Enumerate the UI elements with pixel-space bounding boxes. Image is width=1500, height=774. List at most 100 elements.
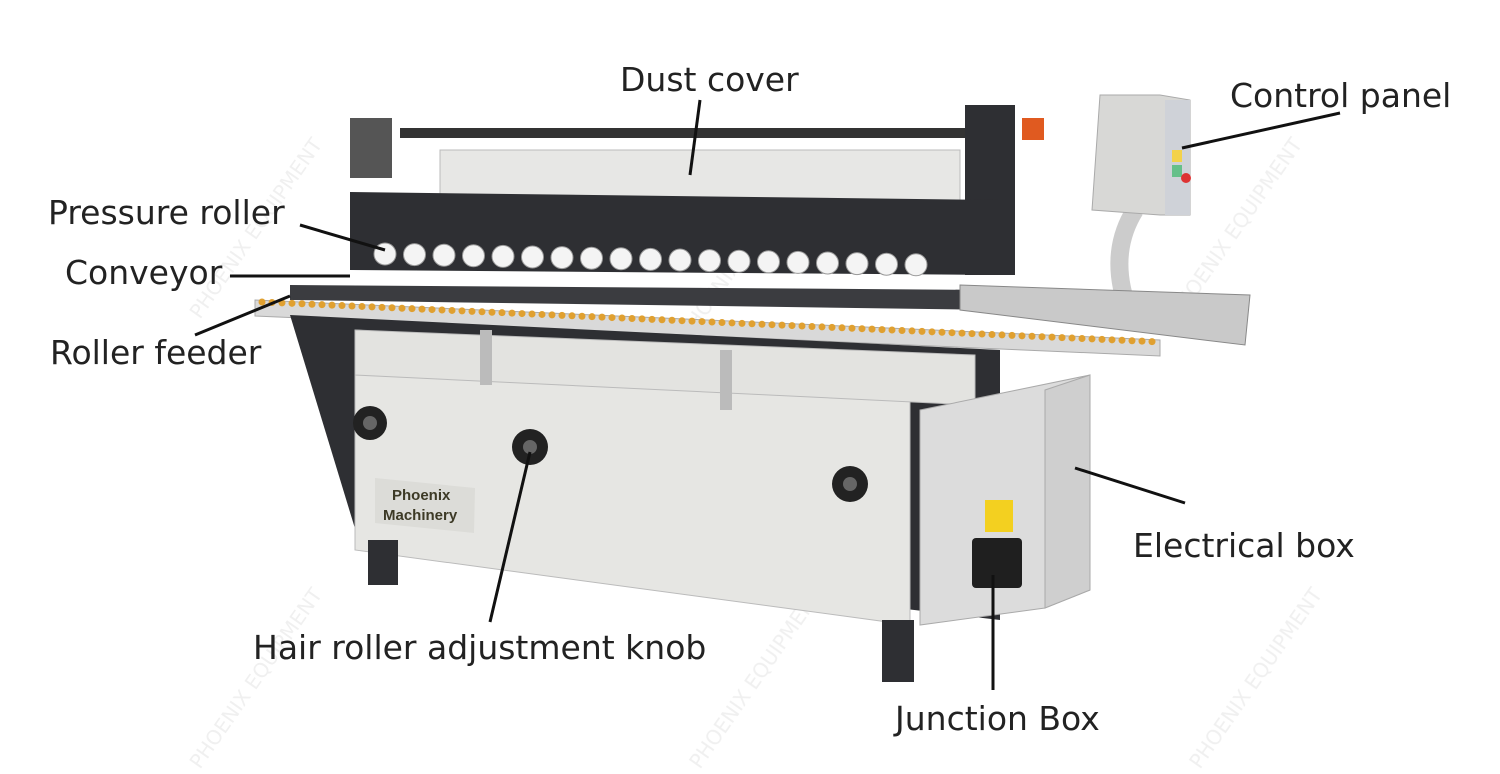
feeder-roller bbox=[1128, 337, 1136, 345]
feeder-roller bbox=[958, 329, 966, 337]
feeder-roller bbox=[478, 308, 486, 316]
feeder-roller bbox=[1118, 336, 1126, 344]
feeder-roller bbox=[988, 330, 996, 338]
feeder-roller bbox=[348, 302, 356, 310]
feeder-roller bbox=[368, 303, 376, 311]
label-control-panel: Control panel bbox=[1230, 76, 1452, 115]
feeder-roller bbox=[888, 326, 896, 334]
feeder-roller bbox=[488, 308, 496, 316]
feeder-roller bbox=[608, 314, 616, 322]
feeder-roller bbox=[548, 311, 556, 319]
leader-lines bbox=[194, 99, 1341, 690]
feeder-roller bbox=[938, 328, 946, 336]
feeder-roller bbox=[668, 316, 676, 324]
roller-feeder bbox=[258, 298, 1156, 346]
nameplate bbox=[375, 478, 475, 533]
feeder-roller bbox=[648, 315, 656, 323]
feeder-roller bbox=[1098, 335, 1106, 343]
feeder-roller bbox=[578, 312, 586, 320]
feeder-roller bbox=[1058, 334, 1066, 342]
feeder-roller bbox=[918, 327, 926, 335]
feeder-roller bbox=[378, 303, 386, 311]
label-junction-box: Junction Box bbox=[895, 699, 1100, 738]
feeder-roller bbox=[618, 314, 626, 322]
pressure-roller bbox=[698, 249, 721, 273]
feeder-roller bbox=[638, 315, 646, 323]
feeder-roller bbox=[448, 306, 456, 314]
pressure-roller bbox=[403, 243, 426, 267]
label-pressure-roller: Pressure roller bbox=[48, 193, 285, 232]
pressure-roller bbox=[757, 250, 780, 274]
pressure-roller bbox=[786, 250, 810, 274]
feeder-roller bbox=[808, 322, 816, 330]
pressure-roller bbox=[639, 247, 662, 271]
feeder-roller bbox=[1108, 336, 1116, 344]
feeder-roller bbox=[748, 320, 756, 328]
feeder-roller bbox=[818, 323, 826, 331]
label-hair-roller-knob: Hair roller adjustment knob bbox=[253, 628, 707, 667]
pressure-roller bbox=[875, 252, 898, 276]
feeder-roller bbox=[338, 302, 346, 310]
outfeed-guide bbox=[959, 284, 1251, 346]
feeder-roller bbox=[538, 310, 546, 318]
dust-cover bbox=[439, 149, 961, 201]
junction-box bbox=[972, 538, 1022, 588]
feeder-roller bbox=[358, 302, 366, 310]
feeder-roller bbox=[498, 309, 506, 317]
pressure-roller bbox=[580, 246, 603, 270]
feeder-roller bbox=[458, 307, 466, 315]
pressure-roller bbox=[727, 249, 751, 273]
pressure-roller bbox=[668, 248, 692, 272]
label-electrical-box: Electrical box bbox=[1133, 526, 1355, 565]
feeder-roller bbox=[1028, 332, 1036, 340]
feeder-roller bbox=[588, 313, 596, 321]
feeder-roller bbox=[768, 321, 776, 329]
feeder-roller bbox=[828, 323, 836, 331]
warning-sticker bbox=[985, 500, 1013, 532]
pressure-roller bbox=[609, 247, 633, 271]
feeder-roller bbox=[328, 301, 336, 309]
pressure-roller bbox=[845, 252, 869, 276]
control-panel bbox=[1091, 94, 1191, 303]
hair-roller-knobs bbox=[353, 406, 868, 502]
feeder-roller bbox=[838, 324, 846, 332]
pressure-roller bbox=[816, 251, 839, 275]
pressure-roller bbox=[462, 244, 485, 268]
nameplate-line1: Phoenix bbox=[392, 487, 451, 504]
feeder-roller bbox=[738, 319, 746, 327]
feeder-roller bbox=[518, 310, 526, 318]
nameplate-line2: Machinery bbox=[383, 507, 458, 524]
feeder-roller bbox=[258, 298, 266, 306]
feeder-roller bbox=[1018, 332, 1026, 340]
feeder-roller bbox=[438, 306, 446, 314]
feeder-roller bbox=[428, 306, 436, 314]
feeder-roller bbox=[788, 322, 796, 330]
feeder-roller bbox=[558, 311, 566, 319]
feeder-roller bbox=[948, 329, 956, 337]
feeder-roller bbox=[758, 320, 766, 328]
conveyor-belt bbox=[290, 285, 1000, 310]
feeder-roller bbox=[468, 307, 476, 315]
feeder-roller bbox=[628, 314, 636, 322]
feeder-roller bbox=[408, 305, 416, 313]
feeder-roller bbox=[908, 327, 916, 335]
feeder-roller bbox=[928, 328, 936, 336]
feeder-roller bbox=[688, 317, 696, 325]
feeder-roller bbox=[868, 325, 876, 333]
feeder-roller bbox=[878, 326, 886, 334]
feeder-roller bbox=[798, 322, 806, 330]
feeder-roller bbox=[298, 300, 306, 308]
feeder-roller bbox=[968, 330, 976, 338]
feeder-roller bbox=[568, 312, 576, 320]
feeder-roller bbox=[1038, 333, 1046, 341]
feeder-roller bbox=[978, 330, 986, 338]
feeder-roller bbox=[998, 331, 1006, 339]
feeder-roller bbox=[1078, 334, 1086, 342]
pressure-roller bbox=[432, 243, 456, 267]
feeder-roller bbox=[858, 325, 866, 333]
feeder-roller bbox=[508, 309, 516, 317]
feeder-roller bbox=[318, 301, 326, 309]
feeder-roller bbox=[1138, 337, 1146, 345]
watermark: PHOENIX EQUIPMENT bbox=[184, 583, 327, 773]
